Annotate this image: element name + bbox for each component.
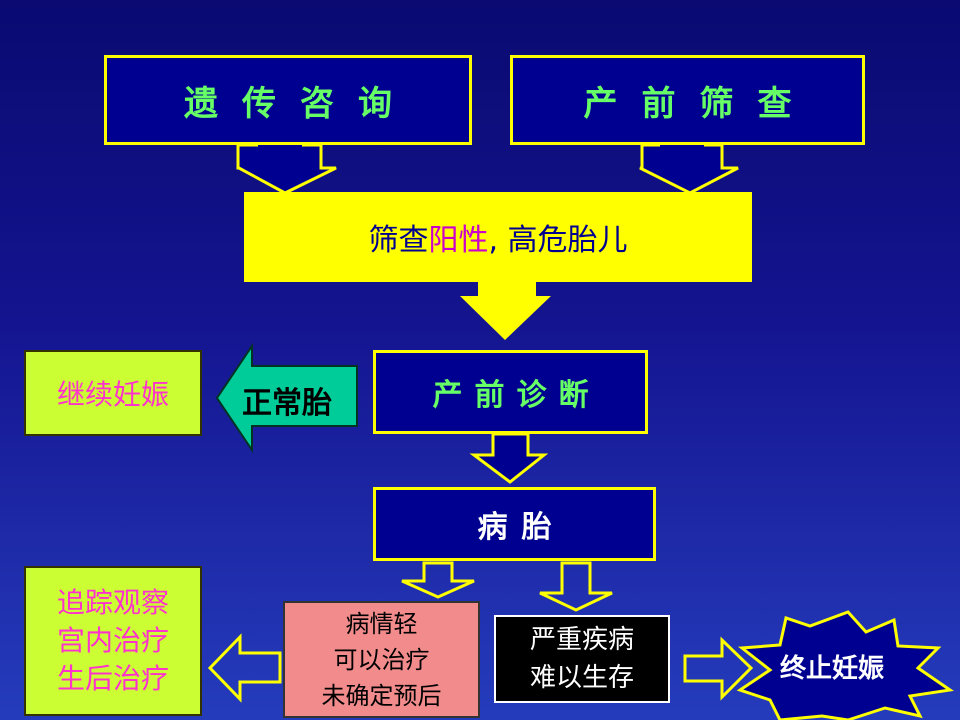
- severe-case-line: 严重疾病: [529, 625, 634, 655]
- genetic-counseling-box: 遗传咨询: [104, 55, 472, 145]
- screening-result-suffix: , 高危胎儿: [488, 223, 628, 258]
- mild-case-box: 病情轻 可以治疗 未确定预后: [283, 601, 480, 718]
- prenatal-screening-label: 产前筛查: [583, 83, 816, 124]
- arrow-diseased-to-severe: [539, 561, 613, 612]
- terminate-pregnancy-label: 终止妊娠: [780, 654, 885, 684]
- normal-fetus-label: 正常胎: [242, 386, 332, 421]
- screening-result-box: 筛查阳性, 高危胎儿: [244, 192, 752, 282]
- arrow-result-to-diagnosis: [460, 282, 551, 340]
- arrow-diseased-to-mild: [401, 561, 475, 599]
- arrow-diagnosis-to-diseased: [469, 432, 549, 484]
- prenatal-screening-box: 产前筛查: [510, 55, 865, 145]
- follow-up-line: 追踪观察: [56, 586, 169, 619]
- arrow-normal-fetus: [215, 342, 358, 454]
- severe-case-line: 难以生存: [529, 663, 634, 693]
- diseased-fetus-label: 病胎: [477, 510, 566, 545]
- mild-case-line: 未确定预后: [321, 681, 442, 710]
- terminate-starburst: [736, 610, 954, 720]
- arrow-mild-to-follow-up: [207, 633, 282, 703]
- mild-case-line: 可以治疗: [333, 645, 430, 674]
- mild-case-line: 病情轻: [345, 609, 418, 638]
- follow-up-line: 宫内治疗: [56, 624, 169, 657]
- follow-up-box: 追踪观察 宫内治疗 生后治疗: [24, 566, 202, 716]
- screening-result-accent: 阳性: [428, 223, 489, 258]
- arrow-severe-to-terminate: [683, 636, 754, 701]
- diseased-fetus-box: 病胎: [373, 487, 656, 561]
- prenatal-diagnosis-label: 产前诊断: [432, 378, 601, 413]
- continue-pregnancy-label: 继续妊娠: [56, 378, 169, 411]
- screening-result-prefix: 筛查: [368, 223, 429, 258]
- continue-pregnancy-box: 继续妊娠: [24, 350, 202, 436]
- severe-case-box: 严重疾病 难以生存: [494, 615, 670, 703]
- prenatal-diagnosis-box: 产前诊断: [373, 350, 648, 434]
- follow-up-line: 生后治疗: [56, 662, 169, 695]
- genetic-counseling-label: 遗传咨询: [184, 83, 416, 124]
